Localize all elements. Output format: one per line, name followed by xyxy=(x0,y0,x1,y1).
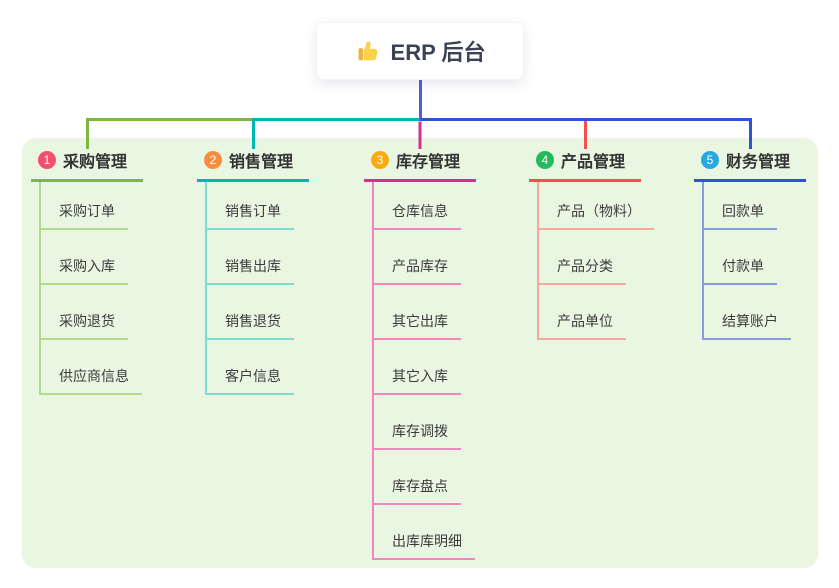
child-node[interactable]: 库存调拨 xyxy=(374,421,461,450)
branch-heading[interactable]: 4 产品管理 xyxy=(529,148,641,182)
branch-heading[interactable]: 2 销售管理 xyxy=(197,148,309,182)
branch-heading[interactable]: 5 财务管理 xyxy=(694,148,806,182)
branch-number-badge: 5 xyxy=(701,151,719,169)
child-node[interactable]: 其它入库 xyxy=(374,366,461,395)
child-node[interactable]: 产品（物料） xyxy=(539,201,654,230)
branch-label: 库存管理 xyxy=(396,154,461,171)
child-node[interactable]: 供应商信息 xyxy=(41,366,142,395)
branch-number-badge: 3 xyxy=(371,151,389,169)
branch-node-2: 2 销售管理 销售订单 销售出库 销售退货 客户信息 xyxy=(197,148,309,395)
branch-children: 产品（物料） 产品分类 产品单位 xyxy=(537,182,654,340)
child-node[interactable]: 回款单 xyxy=(704,201,777,230)
root-node-label: ERP 后台 xyxy=(390,40,486,65)
child-node[interactable]: 采购订单 xyxy=(41,201,128,230)
child-node[interactable]: 采购入库 xyxy=(41,256,128,285)
branch-children: 回款单 付款单 结算账户 xyxy=(702,182,791,340)
branch-children: 采购订单 采购入库 采购退货 供应商信息 xyxy=(39,182,142,395)
child-node[interactable]: 仓库信息 xyxy=(374,201,461,230)
branch-children: 仓库信息 产品库存 其它出库 其它入库 库存调拨 库存盘点 出库库明细 xyxy=(372,182,475,560)
root-node[interactable]: ERP 后台 xyxy=(316,22,524,80)
child-node[interactable]: 库存盘点 xyxy=(374,476,461,505)
branch-node-5: 5 财务管理 回款单 付款单 结算账户 xyxy=(694,148,806,340)
branch-label: 采购管理 xyxy=(63,154,128,171)
child-node[interactable]: 付款单 xyxy=(704,256,777,285)
child-node[interactable]: 出库库明细 xyxy=(374,531,475,560)
branch-node-4: 4 产品管理 产品（物料） 产品分类 产品单位 xyxy=(529,148,654,340)
child-node[interactable]: 销售退货 xyxy=(207,311,294,340)
branch-node-3: 3 库存管理 仓库信息 产品库存 其它出库 其它入库 库存调拨 库存盘点 出库库… xyxy=(364,148,476,560)
branch-number-badge: 1 xyxy=(38,151,56,169)
branch-children: 销售订单 销售出库 销售退货 客户信息 xyxy=(205,182,294,395)
child-node[interactable]: 产品单位 xyxy=(539,311,626,340)
branch-heading[interactable]: 1 采购管理 xyxy=(31,148,143,182)
branches-panel xyxy=(22,138,818,568)
child-node[interactable]: 产品库存 xyxy=(374,256,461,285)
branch-number-badge: 4 xyxy=(536,151,554,169)
branch-node-1: 1 采购管理 采购订单 采购入库 采购退货 供应商信息 xyxy=(31,148,143,395)
child-node[interactable]: 结算账户 xyxy=(704,311,791,340)
branch-heading[interactable]: 3 库存管理 xyxy=(364,148,476,182)
child-node[interactable]: 销售订单 xyxy=(207,201,294,230)
child-node[interactable]: 销售出库 xyxy=(207,256,294,285)
branch-label: 财务管理 xyxy=(726,154,791,171)
child-node[interactable]: 其它出库 xyxy=(374,311,461,340)
branch-label: 产品管理 xyxy=(561,154,626,171)
branch-label: 销售管理 xyxy=(229,154,294,171)
child-node[interactable]: 产品分类 xyxy=(539,256,626,285)
branch-number-badge: 2 xyxy=(204,151,222,169)
thumbs-up-icon xyxy=(358,41,377,61)
child-node[interactable]: 客户信息 xyxy=(207,366,294,395)
child-node[interactable]: 采购退货 xyxy=(41,311,128,340)
